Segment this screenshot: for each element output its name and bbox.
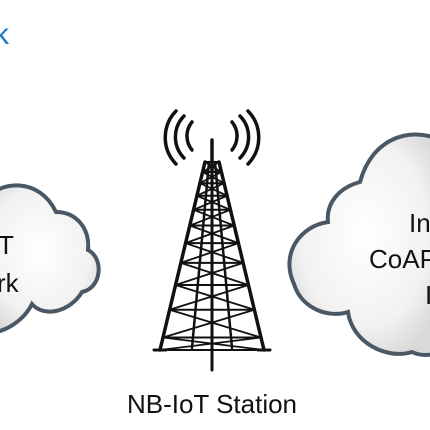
tower-brace [184,242,245,264]
tower-leg-left [158,160,207,352]
tower-brace [201,161,220,173]
tower-brace [168,284,250,311]
tower-lattice [152,156,272,372]
tower-brace [192,208,236,227]
tower-brace [199,171,223,185]
tower-brace [201,171,225,185]
tower-brace [196,194,232,211]
tower-label: NB-IoT Station [127,389,297,419]
left-cloud: T rk [0,183,101,333]
left-cloud-line-2: rk [0,268,20,298]
signal-waves-icon [163,109,261,166]
tower-brace [188,208,232,227]
tower-brace [168,308,262,339]
right-cloud-line-2: CoAP [369,244,430,274]
right-cloud-line-3: I [425,280,430,310]
tower-brace [204,161,223,173]
tower-brace [159,336,262,351]
tower-brace [192,194,228,211]
tower-leg-right [217,160,266,352]
right-cloud-line-1: In [409,208,430,238]
right-cloud: In CoAP I [287,132,430,357]
tower-brace [184,224,236,245]
tower-brace [179,242,240,264]
tower-brace [199,182,228,197]
top-label-fragment: k [0,18,10,51]
cell-tower-icon [152,109,272,372]
tower-brace [174,261,245,286]
tower-brace [162,308,256,339]
tower-brace [188,224,240,245]
left-cloud-line-1: T [0,230,14,260]
tower-brace [196,182,225,197]
tower-brace [174,284,256,311]
tower-brace [179,261,250,286]
